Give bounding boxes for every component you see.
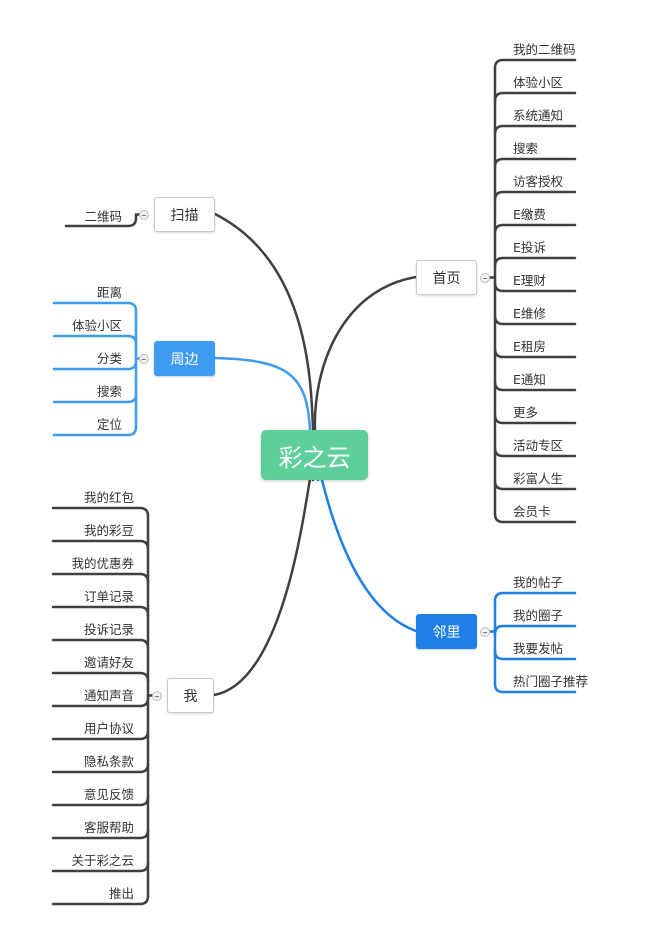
leaf-item[interactable]: E理财	[513, 273, 546, 288]
leaf-connector	[493, 58, 577, 70]
branch-node-wo[interactable]: 我	[167, 678, 214, 713]
leaf-item[interactable]: 体验小区	[71, 318, 122, 333]
leaf-item[interactable]: 我的二维码	[513, 42, 576, 57]
leaf-connector	[52, 359, 138, 371]
leaf-item[interactable]: 我的优惠券	[71, 556, 134, 571]
leaf-item[interactable]: 隐私条款	[83, 754, 134, 769]
leaf-connector	[51, 671, 150, 683]
leaf-item[interactable]: 搜索	[96, 384, 122, 399]
branch-node-saomiao[interactable]: 扫描	[154, 197, 215, 232]
leaf-connector	[493, 682, 577, 694]
shouye-connector	[313, 275, 418, 432]
leaf-item[interactable]: 搜索	[513, 141, 539, 156]
zhoubian-connector	[213, 356, 312, 434]
leaf-item[interactable]: 距离	[96, 285, 122, 300]
leaf-item[interactable]: 我的彩豆	[83, 523, 134, 538]
leaf-connector	[51, 506, 150, 518]
collapse-toggle-icon[interactable]	[139, 209, 149, 220]
leaf-item[interactable]: 意见反馈	[83, 787, 134, 802]
leaf-item[interactable]: 分类	[96, 351, 122, 366]
leaf-item[interactable]: 用户协议	[83, 721, 134, 736]
leaf-item[interactable]: 我要发帖	[513, 641, 564, 656]
leaf-connector	[493, 624, 577, 636]
leaf-connector	[51, 638, 150, 650]
leaf-connector	[52, 301, 138, 313]
leaf-item[interactable]: 通知声音	[83, 688, 134, 703]
leaf-connector	[51, 572, 150, 584]
leaf-connector	[493, 124, 577, 136]
leaf-connector	[52, 392, 138, 404]
leaf-connector	[493, 223, 577, 235]
leaf-item[interactable]: 我的帖子	[513, 575, 564, 590]
leaf-item[interactable]: 定位	[96, 417, 122, 432]
leaf-item[interactable]: 彩富人生	[513, 471, 564, 486]
root-node[interactable]: 彩之云	[261, 430, 368, 480]
leaf-item[interactable]: 活动专区	[513, 438, 564, 453]
leaf-connector	[493, 91, 577, 103]
collapse-toggle-icon[interactable]	[139, 353, 149, 364]
leaf-item[interactable]: 二维码	[84, 209, 122, 224]
branch-node-linli[interactable]: 邻里	[416, 614, 477, 649]
leaf-item[interactable]: 关于彩之云	[71, 853, 134, 868]
leaf-item[interactable]: 邀请好友	[83, 655, 134, 670]
leaf-item[interactable]: E缴费	[513, 207, 546, 222]
leaf-connector	[493, 591, 577, 603]
leaf-item[interactable]: 投诉记录	[83, 622, 134, 637]
leaf-connector	[493, 512, 577, 524]
leaf-connector	[493, 256, 577, 268]
collapse-toggle-icon[interactable]	[480, 272, 490, 283]
leaf-item[interactable]: 会员卡	[513, 504, 551, 519]
wo-connector	[212, 469, 315, 697]
leaf-item[interactable]: 我的圈子	[513, 608, 564, 623]
collapse-toggle-icon[interactable]	[480, 626, 490, 637]
leaf-connector	[493, 157, 577, 169]
branch-node-shouye[interactable]: 首页	[416, 260, 477, 295]
leaf-item[interactable]: 访客授权	[513, 174, 564, 189]
linli-connector	[316, 466, 418, 633]
collapse-toggle-icon[interactable]	[152, 690, 162, 701]
leaf-item[interactable]: 系统通知	[513, 108, 564, 123]
saomiao-connector	[213, 212, 315, 432]
leaf-connector	[51, 605, 150, 617]
leaf-item[interactable]: 更多	[513, 405, 539, 420]
leaf-connector	[52, 334, 138, 346]
leaf-item[interactable]: E通知	[513, 372, 546, 387]
leaf-item[interactable]: 客服帮助	[83, 820, 134, 835]
leaf-connector	[51, 894, 150, 906]
branch-node-zhoubian[interactable]: 周边	[154, 341, 215, 376]
leaf-item[interactable]: E维修	[513, 306, 546, 321]
leaf-item[interactable]: 热门圈子推荐	[513, 674, 589, 689]
leaf-item[interactable]: E租房	[513, 339, 546, 354]
leaf-item[interactable]: 体验小区	[513, 75, 564, 90]
leaf-item[interactable]: 订单记录	[83, 589, 134, 604]
leaf-item[interactable]: 推出	[108, 886, 134, 901]
leaf-connector	[64, 213, 141, 228]
leaf-connector	[52, 425, 138, 437]
leaf-item[interactable]: 我的红包	[83, 490, 134, 505]
leaf-connector	[51, 539, 150, 551]
leaf-connector	[493, 190, 577, 202]
leaf-item[interactable]: E投诉	[513, 240, 546, 255]
